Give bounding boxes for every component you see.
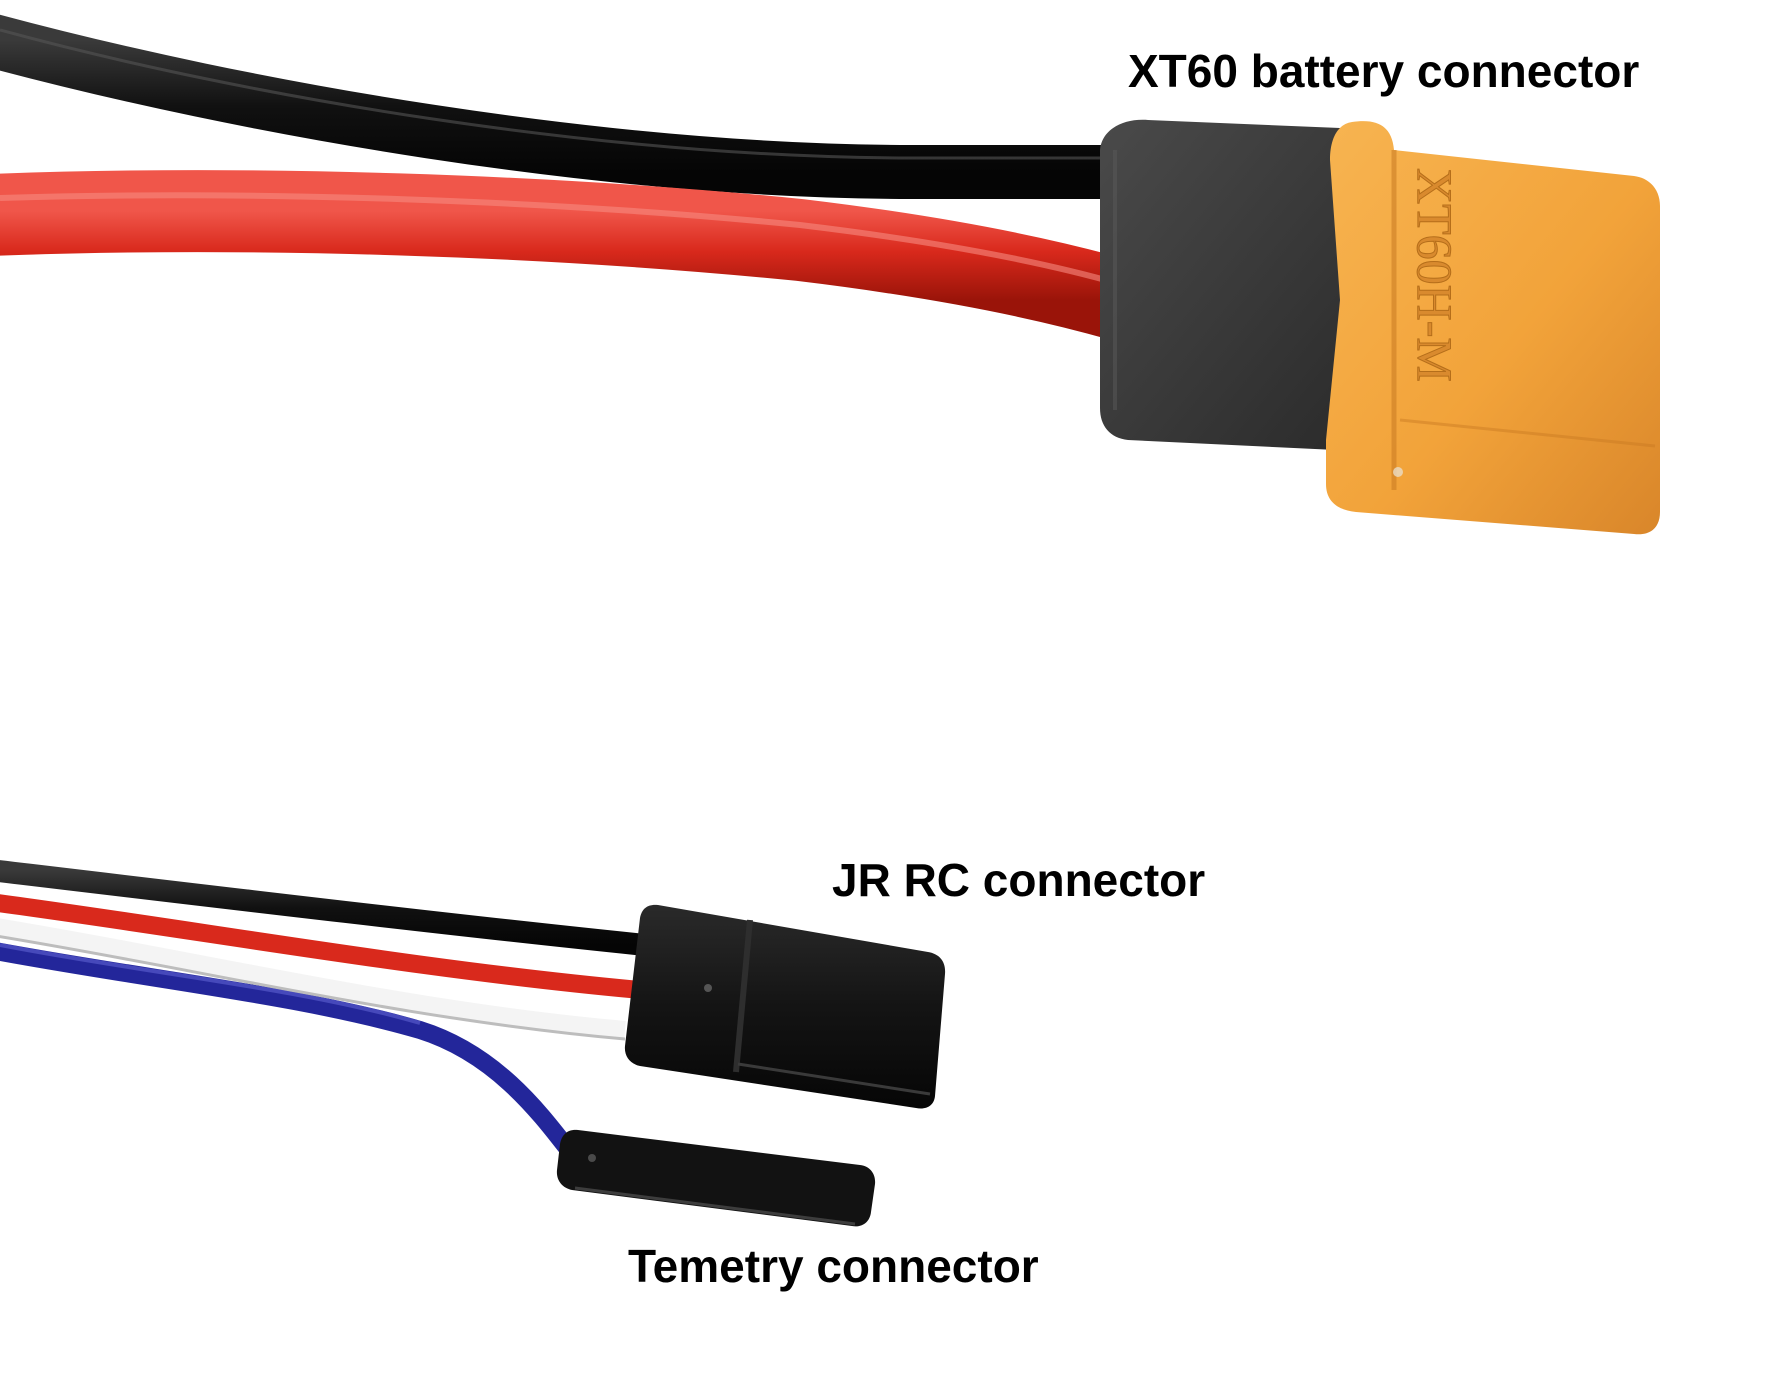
black-power-wire bbox=[0, 14, 1167, 199]
white-signal-wire bbox=[0, 918, 626, 1039]
xt60-housing-marking: XT60H-M bbox=[1407, 168, 1463, 382]
red-power-wire bbox=[0, 170, 1132, 340]
telemetry-connector-label: Temetry connector bbox=[628, 1240, 1039, 1292]
jr-rc-connector-label: JR RC connector bbox=[832, 854, 1206, 906]
telemetry-connector bbox=[556, 1129, 876, 1227]
black-signal-wire bbox=[0, 860, 647, 956]
xt60-housing bbox=[1326, 121, 1660, 535]
receiver-lead-assembly bbox=[0, 860, 946, 1227]
xt60-assembly: XT60H-M bbox=[0, 14, 1660, 535]
red-signal-wire bbox=[0, 894, 641, 999]
xt60-boot bbox=[1100, 119, 1368, 450]
blue-telemetry-wire bbox=[0, 942, 583, 1164]
jr-rc-connector bbox=[624, 904, 946, 1109]
xt60-battery-connector-label: XT60 battery connector bbox=[1128, 45, 1640, 97]
